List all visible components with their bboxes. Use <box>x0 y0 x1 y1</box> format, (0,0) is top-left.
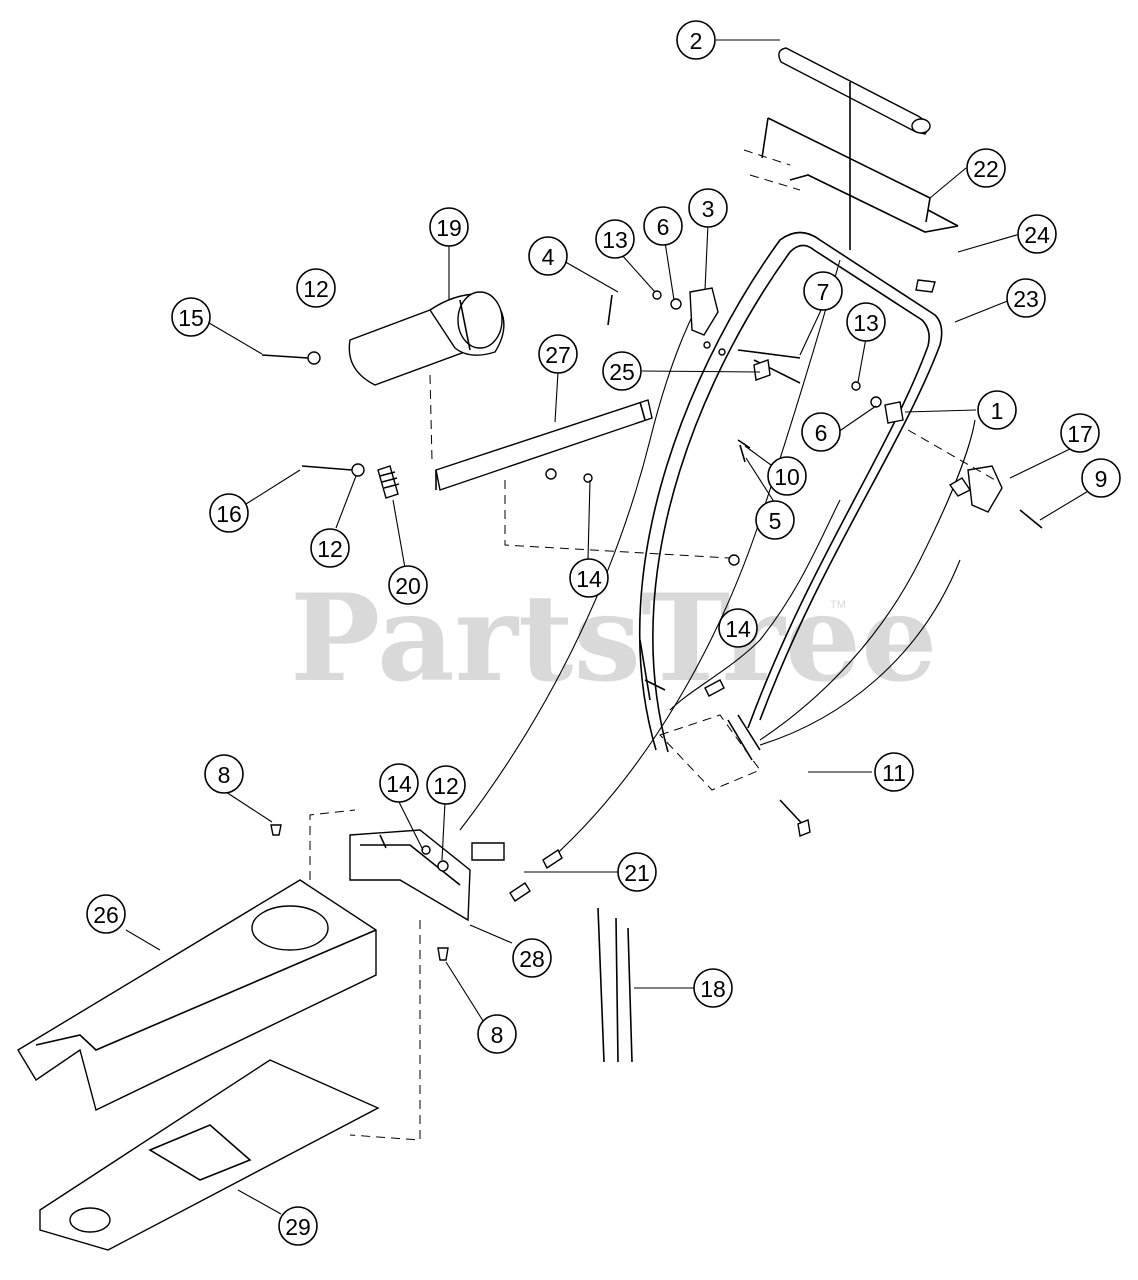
callout-28-label: 28 <box>519 946 545 972</box>
handle-grip <box>778 47 931 135</box>
callout-12-bottom: 12 <box>426 765 466 805</box>
callout-20: 20 <box>388 565 428 605</box>
lower-bracket <box>349 829 505 1141</box>
handle-leader-lines <box>659 82 996 791</box>
watermark-text: PartsTree <box>290 568 937 709</box>
callout-12-mid: 12 <box>310 528 350 568</box>
callout-7: 7 <box>803 271 843 311</box>
callout-8-top: 8 <box>204 754 244 794</box>
callout-6-left-label: 6 <box>657 214 670 240</box>
callout-2: 2 <box>676 20 716 60</box>
callout-6-right: 6 <box>801 412 841 452</box>
callout-27-label: 27 <box>545 342 571 368</box>
callout-15-label: 15 <box>178 305 204 331</box>
callout-19: 19 <box>429 207 469 247</box>
hardware <box>607 290 1043 837</box>
callout-18-label: 18 <box>700 976 726 1002</box>
callout-23: 23 <box>1006 278 1046 318</box>
callout-18: 18 <box>693 968 733 1008</box>
callout-14-right: 14 <box>718 608 758 648</box>
callout-21: 21 <box>617 852 657 892</box>
callout-14-bottom-label: 14 <box>386 771 412 797</box>
callout-11: 11 <box>874 752 914 792</box>
callout-1-label: 1 <box>991 398 1004 424</box>
callout-27: 27 <box>538 334 578 374</box>
callout-12-bottom-label: 12 <box>433 773 459 799</box>
callout-24: 24 <box>1017 214 1057 254</box>
callout-12-top-label: 12 <box>303 276 329 302</box>
callout-4-label: 4 <box>542 244 555 270</box>
callout-29-label: 29 <box>285 1214 311 1240</box>
callout-13-left-label: 13 <box>602 227 628 253</box>
upper-handle <box>638 231 943 761</box>
callout-9-label: 9 <box>1095 466 1108 492</box>
callout-6-left: 6 <box>643 206 683 246</box>
control-cables <box>509 439 961 902</box>
callout-28: 28 <box>512 938 552 978</box>
callout-10-label: 10 <box>774 464 800 490</box>
mount-bar <box>435 399 653 491</box>
callout-12-top: 12 <box>296 268 336 308</box>
control-housings <box>689 287 1003 513</box>
callout-21-label: 21 <box>624 860 650 886</box>
callout-10: 10 <box>767 456 807 496</box>
starter-motor <box>348 291 505 386</box>
callouts: 2 22 24 23 19 12 15 13 6 3 4 7 13 27 25 … <box>86 20 1121 1246</box>
callout-4: 4 <box>528 236 568 276</box>
callout-6-right-label: 6 <box>815 420 828 446</box>
callout-25-label: 25 <box>609 359 635 385</box>
callout-13-right: 13 <box>846 302 886 342</box>
callout-11-label: 11 <box>882 760 906 786</box>
callout-3: 3 <box>688 188 728 228</box>
callout-13-left: 13 <box>595 219 635 259</box>
callout-14-bottom: 14 <box>379 763 419 803</box>
callout-17-label: 17 <box>1067 421 1093 447</box>
callout-29: 29 <box>278 1206 318 1246</box>
motor-hardware <box>261 351 740 566</box>
callout-16: 16 <box>209 493 249 533</box>
upper-frame <box>17 809 377 1111</box>
callout-26-label: 26 <box>93 902 119 928</box>
callout-3-label: 3 <box>702 196 715 222</box>
callout-23-label: 23 <box>1013 286 1039 312</box>
callout-8-bottom-label: 8 <box>491 1022 504 1048</box>
callout-14-mid: 14 <box>569 558 609 598</box>
cable-ties <box>597 907 633 1063</box>
callout-25: 25 <box>602 351 642 391</box>
callout-7-label: 7 <box>817 279 830 305</box>
lower-handle <box>459 259 976 861</box>
callout-8-bottom: 8 <box>477 1014 517 1054</box>
callout-19-label: 19 <box>436 215 462 241</box>
callout-2-label: 2 <box>690 28 703 54</box>
lower-frame <box>39 1059 380 1251</box>
callout-12-mid-label: 12 <box>317 536 343 562</box>
watermark: PartsTree TM <box>290 568 937 709</box>
callout-15: 15 <box>171 297 211 337</box>
callout-5: 5 <box>755 500 795 540</box>
callout-5-label: 5 <box>769 508 782 534</box>
callout-14-mid-label: 14 <box>576 566 602 592</box>
callout-24-label: 24 <box>1024 222 1050 248</box>
callout-leaders <box>125 39 1091 1215</box>
callout-22-label: 22 <box>973 156 999 182</box>
callout-20-label: 20 <box>395 573 421 599</box>
callout-22: 22 <box>966 148 1006 188</box>
callout-16-label: 16 <box>216 501 242 527</box>
callout-17: 17 <box>1060 413 1100 453</box>
callout-9: 9 <box>1081 458 1121 498</box>
callout-13-right-label: 13 <box>853 310 879 336</box>
callout-26: 26 <box>86 894 126 934</box>
screws <box>270 824 449 961</box>
callout-14-right-label: 14 <box>725 616 751 642</box>
watermark-trademark: TM <box>830 599 846 611</box>
callout-8-top-label: 8 <box>218 762 231 788</box>
callout-1: 1 <box>977 390 1017 430</box>
